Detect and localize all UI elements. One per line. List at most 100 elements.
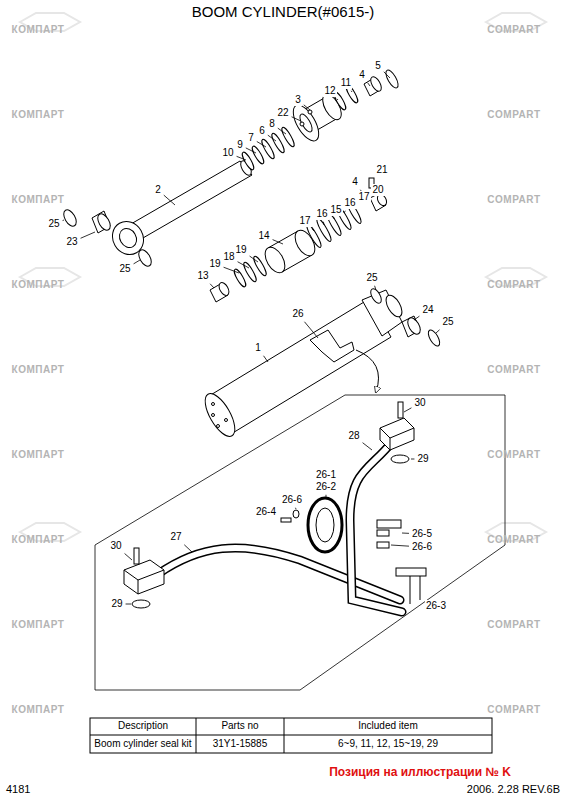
leader-line xyxy=(295,508,297,509)
leader-line xyxy=(404,408,411,412)
callout-number: 18 xyxy=(222,251,235,263)
watermark: КОМПАРТ xyxy=(12,364,65,376)
leader-line xyxy=(323,222,325,225)
leader-line xyxy=(81,232,95,238)
callout-number: 24 xyxy=(421,304,434,316)
callout-number: 4 xyxy=(351,176,359,188)
callout-number: 10 xyxy=(221,147,234,159)
leader-line xyxy=(134,260,140,264)
callout-number: 22 xyxy=(276,107,289,119)
leader-line xyxy=(334,218,335,219)
revision-date: 2006. 2.28 REV.6B xyxy=(467,783,560,796)
leader-line xyxy=(325,495,326,497)
callout-number: 25 xyxy=(441,316,454,328)
watermark: COMPART xyxy=(487,704,540,716)
table-cell: Included item xyxy=(358,720,417,732)
callout-number: 23 xyxy=(65,236,78,248)
callout-number: 26-1 xyxy=(315,469,337,481)
table-cell: Boom cylinder seal kit xyxy=(94,738,191,750)
callout-number: 12 xyxy=(323,85,336,97)
callout-number: 14 xyxy=(257,230,270,242)
watermark: КОМПАРТ xyxy=(12,704,65,716)
callout-number: 26-4 xyxy=(255,506,277,518)
leader-line xyxy=(237,156,246,160)
leader-line xyxy=(246,148,256,153)
callout-number: 8 xyxy=(268,118,276,130)
watermark: КОМПАРТ xyxy=(12,534,65,546)
callout-number: 26-6 xyxy=(411,541,433,553)
callout-number: 1 xyxy=(254,342,262,354)
leader-line xyxy=(312,229,314,231)
watermark: COMPART xyxy=(487,619,540,631)
callout-number: 26-6 xyxy=(281,494,303,506)
leader-line xyxy=(363,443,372,450)
leader-line xyxy=(238,262,249,268)
leader-line xyxy=(250,256,258,262)
callout-number: 13 xyxy=(196,270,209,282)
leader-line xyxy=(304,322,318,338)
callout-number: 25 xyxy=(47,218,60,230)
callout-number: 4 xyxy=(358,69,366,81)
leader-line xyxy=(436,330,440,333)
leader-line xyxy=(337,99,338,100)
callout-number: 7 xyxy=(247,132,255,144)
callout-number: 21 xyxy=(375,164,388,176)
leader-line xyxy=(126,604,131,605)
callout-number: 26-5 xyxy=(411,528,433,540)
callout-number: 5 xyxy=(374,60,382,72)
leader-line xyxy=(264,356,268,362)
callout-number: 9 xyxy=(236,139,244,151)
leader-line xyxy=(375,286,376,290)
leader-line xyxy=(268,135,276,141)
callout-number: 16 xyxy=(315,208,328,220)
leader-line xyxy=(304,105,310,110)
callout-number: 26-2 xyxy=(315,481,337,493)
callout-number: 19 xyxy=(234,244,247,256)
watermark: COMPART xyxy=(487,364,540,376)
leader-line xyxy=(224,267,239,273)
leader-line xyxy=(257,141,266,147)
watermark: КОМПАРТ xyxy=(12,109,65,121)
leader-line xyxy=(184,545,192,552)
diagram-title: BOOM CYLINDER(#0615-) xyxy=(0,3,566,20)
callout-number: 30 xyxy=(413,397,426,409)
watermark: КОМПАРТ xyxy=(12,449,65,461)
callout-number: 11 xyxy=(340,77,352,89)
watermark: КОМПАРТ xyxy=(12,619,65,631)
watermark: COMPART xyxy=(487,24,540,36)
leader-line xyxy=(164,195,175,205)
leader-line xyxy=(278,128,286,134)
callout-number: 25 xyxy=(365,272,378,284)
callout-number: 30 xyxy=(109,540,122,552)
callout-number: 27 xyxy=(169,531,182,543)
leader-line xyxy=(63,220,64,222)
watermark: КОМПАРТ xyxy=(12,194,65,206)
watermark: COMPART xyxy=(487,449,540,461)
table-cell: 31Y1-15885 xyxy=(213,738,268,750)
table-cell: 6~9, 11, 12, 15~19, 29 xyxy=(338,738,438,750)
watermark: КОМПАРТ xyxy=(12,279,65,291)
watermark: COMPART xyxy=(487,109,540,121)
leader-line xyxy=(210,284,214,288)
watermark: COMPART xyxy=(487,279,540,291)
callout-number: 16 xyxy=(343,197,356,209)
watermark: COMPART xyxy=(487,534,540,546)
leader-line xyxy=(384,72,390,78)
callout-number: 6 xyxy=(258,125,266,137)
leader-line xyxy=(351,91,353,92)
leader-line xyxy=(411,459,414,460)
callout-number: 20 xyxy=(371,184,384,196)
position-note: Позиция на иллюстрации № K xyxy=(329,766,511,780)
page-number: 4181 xyxy=(6,783,30,796)
leader-line xyxy=(368,83,370,86)
callout-number: 15 xyxy=(329,204,342,216)
callout-number: 17 xyxy=(298,215,311,227)
callout-number: 2 xyxy=(154,184,162,196)
table-cell: Description xyxy=(118,720,168,732)
leader-line xyxy=(125,553,132,560)
callout-number: 26-3 xyxy=(425,600,447,612)
watermark: COMPART xyxy=(487,194,540,206)
callout-number: 25 xyxy=(118,263,131,275)
